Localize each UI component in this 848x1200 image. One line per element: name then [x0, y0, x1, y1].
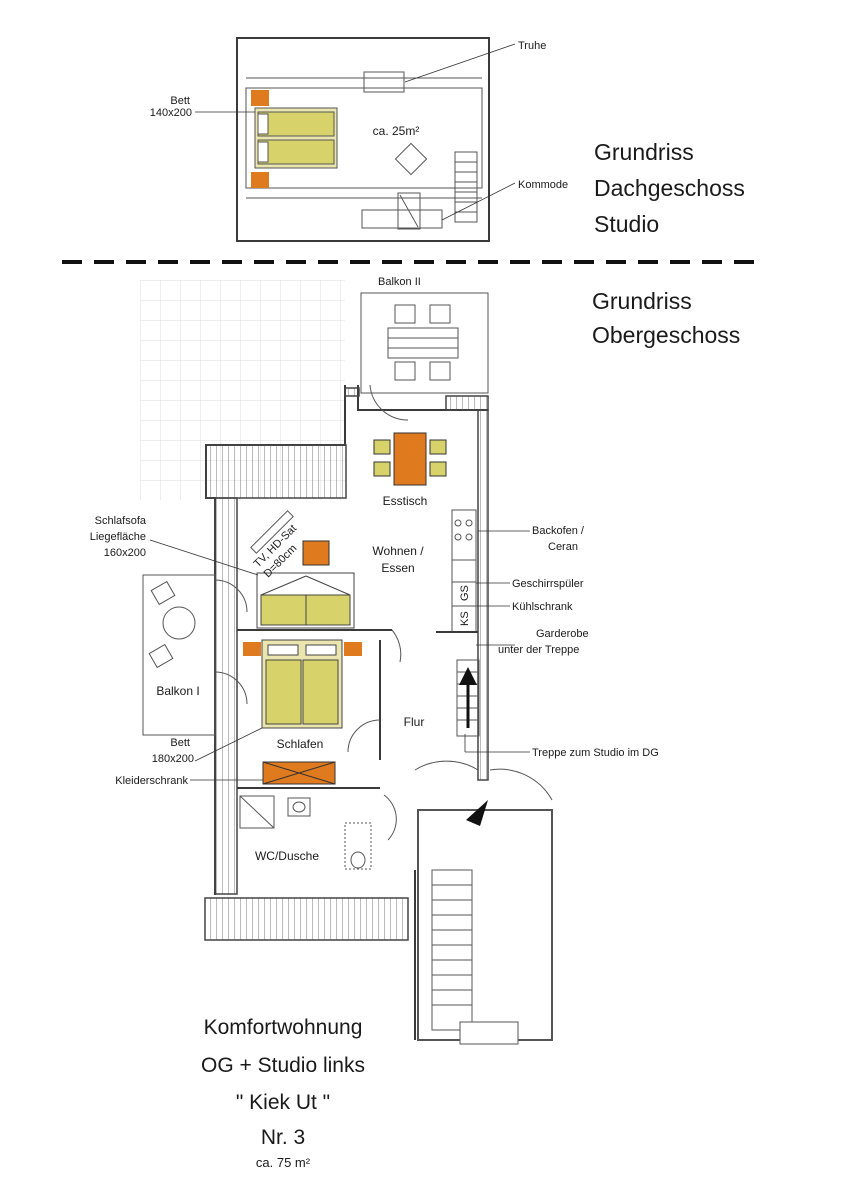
main-bed [243, 639, 362, 729]
upper-title-2: Obergeschoss [592, 322, 740, 348]
wohnen-label: Wohnen / [372, 544, 424, 558]
sofa-bed [256, 572, 355, 629]
backofen-label: Backofen / [532, 525, 585, 537]
attic-dresser [361, 209, 443, 229]
footer-line3: " Kiek Ut " [236, 1091, 330, 1114]
closet [262, 761, 336, 785]
kleiderschrank-label: Kleiderschrank [115, 775, 188, 787]
stairwell [417, 809, 553, 1045]
treppe-label: Treppe zum Studio im DG [532, 747, 659, 759]
attic-title-3: Studio [594, 211, 659, 237]
upper-plan: GS KS [90, 276, 659, 1045]
wc-dusche-label: WC/Dusche [255, 849, 319, 863]
kuehlschrank-label: Kühlschrank [512, 601, 573, 613]
attic-plan: Truhe Kommode Bett 140x200 ca. 25m² [150, 37, 568, 242]
attic-area-label: ca. 25m² [373, 124, 420, 138]
sofa-size-label: 160x200 [104, 547, 146, 559]
attic-bed [251, 90, 338, 188]
flur-label: Flur [404, 715, 425, 729]
gs-code: GS [459, 585, 471, 601]
footer-line1: Komfortwohnung [204, 1016, 363, 1039]
liegeflaeche-label: Liegefläche [90, 531, 146, 543]
footer-line5: ca. 75 m² [256, 1155, 311, 1170]
esstisch-label: Esstisch [383, 494, 428, 508]
garderobe-label: Garderobe [536, 628, 589, 640]
balkon2-label: Balkon II [378, 276, 421, 288]
unter-treppe-label: unter der Treppe [498, 644, 579, 656]
balcony1 [142, 574, 216, 736]
upper-title-1: Grundriss [592, 288, 692, 314]
bett-label: Bett [170, 737, 190, 749]
attic-bed-size: 140x200 [150, 107, 192, 119]
bett-size-label: 180x200 [152, 753, 194, 765]
attic-title-2: Dachgeschoss [594, 175, 745, 201]
attic-bed-label: Bett [170, 95, 190, 107]
balkon1-label: Balkon I [156, 684, 199, 698]
geschirrspueler-label: Geschirrspüler [512, 578, 584, 590]
attic-title-1: Grundriss [594, 139, 694, 165]
schlafen-label: Schlafen [277, 737, 324, 751]
footer-line4: Nr. 3 [261, 1126, 305, 1149]
tv [250, 510, 294, 554]
essen-label: Essen [381, 561, 414, 575]
balcony2-furniture [387, 304, 459, 381]
truhe-label: Truhe [518, 40, 546, 52]
attic-stairs [454, 151, 478, 223]
ceran-label: Ceran [548, 541, 578, 553]
dining-set [373, 432, 447, 486]
kommode-label: Kommode [518, 179, 568, 191]
bathroom [239, 795, 372, 870]
footer-line2: OG + Studio links [201, 1054, 365, 1077]
schlafsofa-label: Schlafsofa [95, 515, 147, 527]
attic-chest [363, 71, 405, 93]
ks-code: KS [459, 611, 471, 626]
